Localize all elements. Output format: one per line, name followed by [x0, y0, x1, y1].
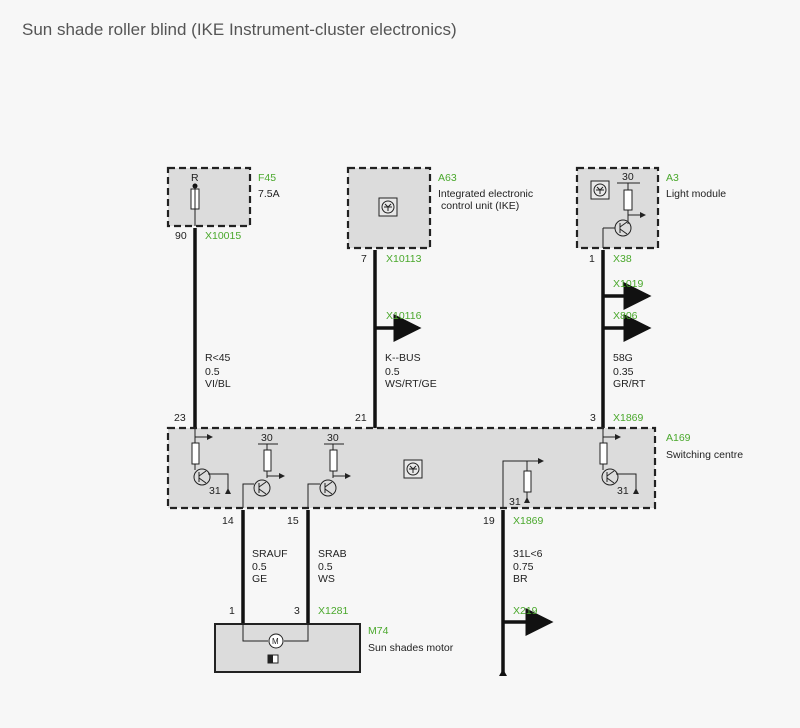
connector-label: X38 [613, 253, 632, 265]
diagram-label: GR/RT [613, 378, 646, 390]
diagram-label: 30 [327, 432, 339, 444]
component-id: A3 [666, 172, 679, 184]
page-title: Sun shade roller blind (IKE Instrument-c… [22, 20, 457, 39]
component-desc: 7.5A [258, 188, 280, 200]
control-unit-icon [403, 459, 423, 479]
connector-label: X1019 [613, 278, 644, 290]
connector-label: X10116 [386, 310, 422, 322]
fuse-pin-label: R [191, 172, 199, 184]
connector-label: X10015 [205, 230, 241, 242]
diagram-label: WS/RT/GE [385, 378, 437, 390]
connector-label: X1869 [613, 412, 644, 424]
diagram-label: 0.5 [205, 366, 220, 378]
diagram-label: 0.5 [318, 561, 333, 573]
diagram-label: 15 [287, 515, 299, 527]
module-a3: 30 A3 Light module 1 X38 [575, 166, 726, 265]
component-desc: control unit (IKE) [441, 200, 519, 212]
diagram-label: 31 [209, 485, 221, 497]
diagram-label: SRAB [318, 548, 347, 560]
diagram-label: 23 [174, 412, 186, 424]
diagram-label: 0.5 [252, 561, 267, 573]
diagram-label: 3 [294, 605, 300, 617]
module-a63: A63 Integrated electronic control unit (… [346, 166, 533, 265]
component-desc: Light module [666, 188, 726, 200]
diagram-label: SRAUF [252, 548, 288, 560]
diagram-label: 19 [483, 515, 495, 527]
component-desc: Switching centre [666, 449, 743, 461]
motor-m74: 1 3 X1281 M M74 Sun shades motor [214, 605, 454, 673]
diagram-label: WS [318, 573, 335, 585]
diagram-label: 0.35 [613, 366, 634, 378]
module-a169: 23 21 3 X1869 31 30 30 31 [166, 412, 743, 527]
diagram-label: M [272, 637, 279, 646]
diagram-label: 30 [261, 432, 273, 444]
component-desc: Sun shades motor [368, 642, 454, 654]
component-id: A63 [438, 172, 457, 184]
diagram-label: BR [513, 573, 528, 585]
pin-label: 7 [361, 253, 367, 265]
diagram-label: 14 [222, 515, 234, 527]
control-unit-icon [378, 197, 398, 217]
motor-icon [268, 633, 284, 649]
fuse-f45: R F45 7.5A 90 X10015 [166, 166, 280, 242]
connector-label: X1281 [318, 605, 349, 617]
component-desc: Integrated electronic [438, 188, 533, 200]
diagram-label: GE [252, 573, 267, 585]
diagram-label: 3 [590, 412, 596, 424]
pin-label: 90 [175, 230, 187, 242]
diagram-label: K--BUS [385, 352, 421, 364]
component-id: A169 [666, 432, 691, 444]
diagram-label: 31 [509, 496, 521, 508]
diagram-label: 1 [229, 605, 235, 617]
pin-label: 1 [589, 253, 595, 265]
diagram-label: 0.5 [385, 366, 400, 378]
diagram-label: 30 [622, 171, 634, 183]
diagram-label: 58G [613, 352, 633, 364]
diagram-label: 31L<6 [513, 548, 543, 560]
ground-icon [499, 669, 507, 676]
connector-label: X1869 [513, 515, 544, 527]
diagram-label: 21 [355, 412, 367, 424]
diagram-label: R<45 [205, 352, 231, 364]
diagram-label: VI/BL [205, 378, 231, 390]
control-unit-icon [590, 180, 610, 200]
diagram-label: 0.75 [513, 561, 534, 573]
component-id: M74 [368, 625, 389, 637]
connector-label: X806 [613, 310, 638, 322]
diagram-label: 31 [617, 485, 629, 497]
connector-label: X10113 [386, 253, 422, 265]
connector-label: X219 [513, 605, 538, 617]
component-id: F45 [258, 172, 276, 184]
